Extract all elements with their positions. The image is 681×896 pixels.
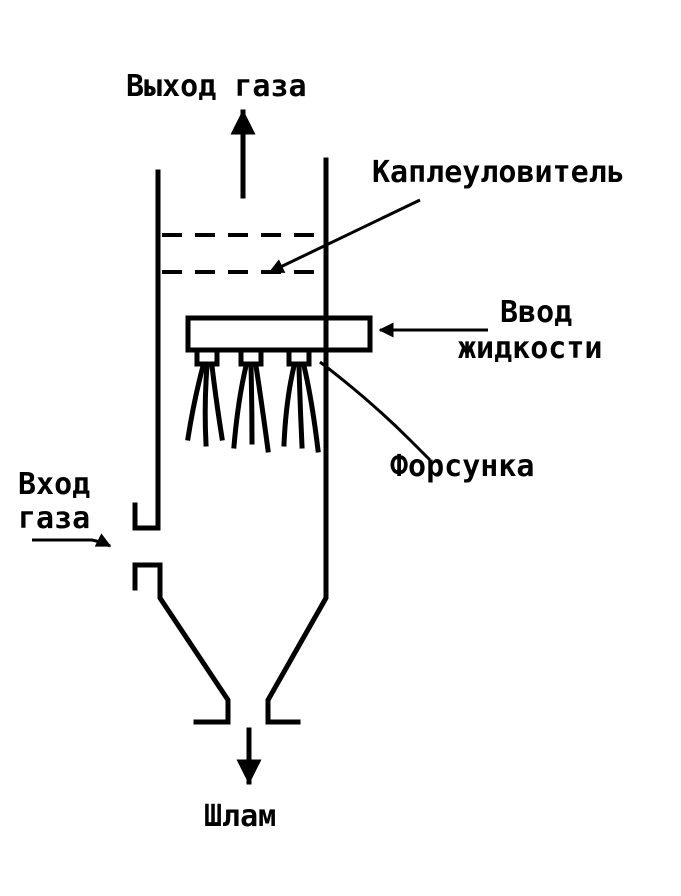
liquid-inlet-label-line2: жидкости (458, 331, 603, 366)
gas-inlet-label-line2: газа (18, 501, 90, 536)
nozzle-group (194, 347, 312, 367)
spray-jet-2 (253, 363, 271, 453)
nozzle-3 (286, 347, 312, 367)
nozzle-1 (194, 347, 220, 367)
spray-jet-3 (296, 363, 305, 449)
gas-inlet-label-line1: Вход (18, 467, 90, 502)
flow-arrows (32, 109, 488, 785)
spray-jets (185, 362, 321, 453)
spray-jet-3 (281, 362, 298, 447)
vessel (132, 157, 329, 725)
sludge-label: Шлам (204, 799, 276, 834)
gas-outlet-label: Выход газа (126, 69, 307, 104)
gas-inlet-arrow (32, 533, 112, 548)
spray-jet-2 (231, 362, 250, 449)
nozzle-label: Форсунка (390, 449, 535, 484)
liquid-inlet-label-line1: Ввод (500, 295, 572, 330)
droplet-catcher-label: Каплеуловитель (372, 155, 625, 190)
spray-jet-3 (300, 362, 321, 453)
vessel-right-wall (265, 157, 329, 725)
droplet-catcher (162, 233, 324, 274)
vessel-left-wall-lower (132, 562, 231, 725)
liquid-header-pipe (185, 315, 373, 353)
spray-jet-1 (209, 363, 225, 441)
nozzle-pointer (319, 360, 432, 462)
nozzle-2 (238, 347, 264, 367)
droplet-catcher-pointer (268, 198, 421, 274)
spray-jet-2 (248, 363, 255, 445)
vessel-left-wall-upper (132, 169, 161, 531)
spray-jet-1 (185, 362, 207, 441)
spray-jet-1 (202, 363, 210, 447)
